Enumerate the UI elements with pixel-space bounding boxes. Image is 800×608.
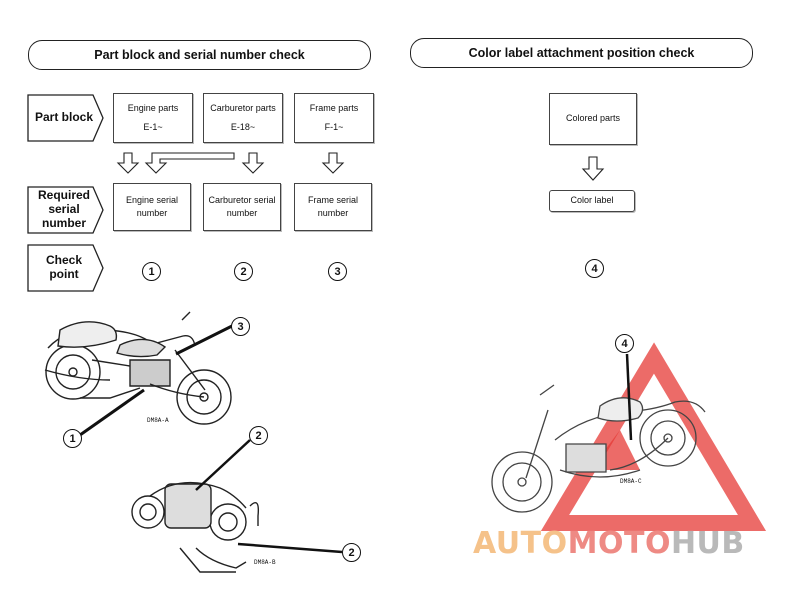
frame-serial-number-label: Frame serial number <box>307 194 358 218</box>
carburetor-serial-number-label: Carburetor serial number <box>208 194 276 218</box>
engine-serial-number-label: Engine serial number <box>125 194 179 218</box>
callout-4: 4 <box>615 334 634 353</box>
row-tag-check-shape <box>27 244 104 292</box>
down-arrow-colored <box>581 156 605 181</box>
engine-parts-label: Engine parts <box>127 102 179 113</box>
engine-parts-box: Engine parts E-1~ <box>113 93 193 143</box>
check-point-4: 4 <box>585 259 604 278</box>
callout-line-1 <box>79 388 145 437</box>
row-label-check-point: Check point <box>45 253 83 281</box>
color-label-section-title: Color label attachment position check <box>410 38 753 68</box>
frame-serial-number-box: Frame serial number <box>294 183 372 231</box>
watermark-triangle <box>540 342 767 531</box>
row-tag-part-block-shape <box>27 94 104 142</box>
carburetor-parts-label: Carburetor parts <box>210 102 276 113</box>
carburetor-illustration <box>131 481 260 573</box>
callout-line-3 <box>175 324 233 356</box>
callout-3: 3 <box>231 317 250 336</box>
row-label-part-block: Part block <box>34 110 94 125</box>
callout-2-bottom: 2 <box>342 543 361 562</box>
colored-parts-box: Colored parts <box>549 93 637 145</box>
motorcycle-left-caption: DM8A-A <box>147 417 169 424</box>
callout-2-top: 2 <box>249 426 268 445</box>
down-arrow-carb <box>241 152 265 174</box>
callout-line-2b <box>237 542 343 554</box>
color-label-label: Color label <box>570 195 614 206</box>
watermark-auto: AUTO <box>473 526 568 561</box>
motorcycle-right-caption: DM8A-C <box>620 478 642 485</box>
check-point-2: 2 <box>234 262 253 281</box>
check-point-3: 3 <box>328 262 347 281</box>
callout-1: 1 <box>63 429 82 448</box>
motorcycle-right-illustration <box>491 384 706 513</box>
carburetor-serial-number-box: Carburetor serial number <box>203 183 281 231</box>
frame-parts-box: Frame parts F-1~ <box>294 93 374 143</box>
row-label-required-serial-number: Required serial number <box>37 188 90 230</box>
watermark-logo: AUTOMOTOHUB <box>473 526 745 561</box>
engine-serial-number-box: Engine serial number <box>113 183 191 231</box>
carburetor-caption: DM8A-B <box>254 559 276 566</box>
down-arrow-carb-to-engine <box>144 152 235 174</box>
frame-parts-label: Frame parts <box>309 102 359 113</box>
callout-line-2a <box>195 439 251 491</box>
down-arrow-engine <box>116 152 140 174</box>
color-label-box: Color label <box>549 190 635 212</box>
part-block-section-title: Part block and serial number check <box>28 40 371 70</box>
carburetor-parts-code: E-18~ <box>230 122 256 132</box>
callout-line-4 <box>625 353 633 441</box>
watermark-moto: MOTO <box>567 526 671 561</box>
check-point-1: 1 <box>142 262 161 281</box>
engine-parts-code: E-1~ <box>143 122 163 132</box>
colored-parts-label: Colored parts <box>565 113 621 124</box>
watermark-hub: HUB <box>670 526 745 561</box>
down-arrow-frame <box>321 152 345 174</box>
motorcycle-left-illustration <box>44 311 232 425</box>
carburetor-parts-box: Carburetor parts E-18~ <box>203 93 283 143</box>
row-tag-serial-shape <box>27 186 104 234</box>
frame-parts-code: F-1~ <box>324 122 344 132</box>
